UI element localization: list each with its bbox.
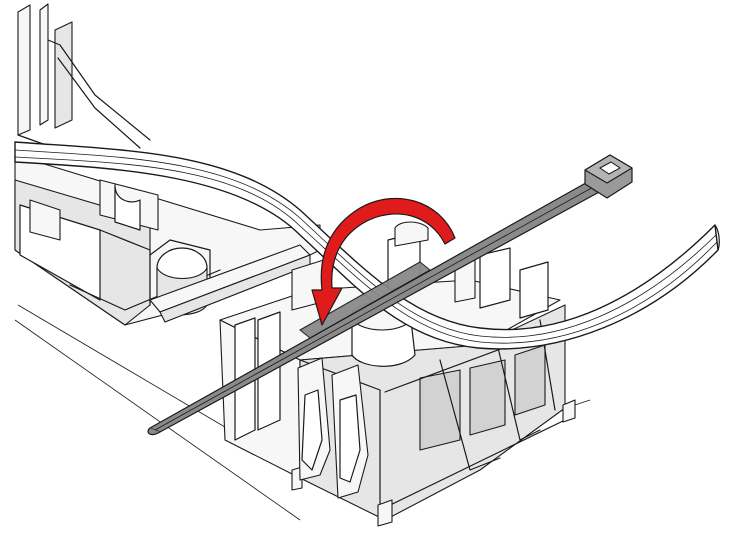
rear-bracket — [17, 3, 151, 151]
curved-arrow-icon — [311, 197, 456, 326]
cable-tie-tail — [147, 427, 161, 436]
base-clip-tabs — [234, 311, 556, 499]
cable-tie-head — [584, 154, 633, 199]
channel-tray — [14, 154, 321, 326]
cable-tie — [147, 154, 633, 436]
